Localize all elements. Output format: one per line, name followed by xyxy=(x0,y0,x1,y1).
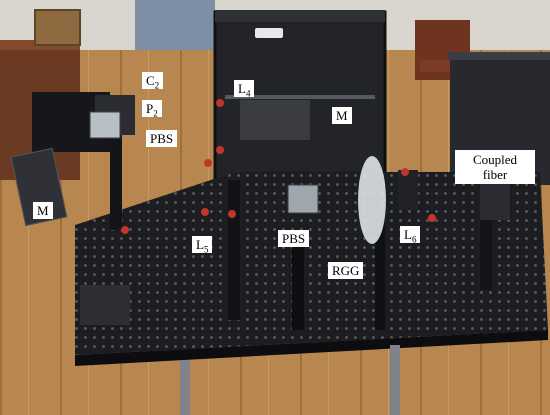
knob xyxy=(228,210,236,218)
post-fiber xyxy=(480,200,492,290)
knob xyxy=(216,99,224,107)
fiber-coupler xyxy=(480,180,510,220)
knob xyxy=(204,159,212,167)
label-c2: C2 xyxy=(142,72,164,90)
post-left xyxy=(110,135,122,230)
right-table-top xyxy=(448,52,550,60)
lens-l6-mount xyxy=(398,170,418,210)
table-leg xyxy=(180,360,190,415)
remote xyxy=(255,28,283,38)
rack-shelf xyxy=(225,95,375,99)
label-rgg: RGG xyxy=(328,262,364,279)
post-pbs xyxy=(292,230,304,330)
knob xyxy=(216,146,224,154)
knob xyxy=(201,208,209,216)
door xyxy=(135,0,215,50)
mirror-left xyxy=(10,147,68,227)
pbs-cube-top xyxy=(89,111,121,139)
label-pbs-center: PBS xyxy=(278,230,310,247)
stage-left xyxy=(80,285,130,325)
breadboard-edge xyxy=(75,330,548,366)
rack-panel xyxy=(240,100,310,140)
picture-frame xyxy=(34,9,81,46)
knob xyxy=(121,226,129,234)
label-l6: L6 xyxy=(400,226,421,244)
label-pbs-top: PBS xyxy=(146,130,178,147)
pbs-cube-center xyxy=(287,184,319,214)
post-rgg xyxy=(375,210,385,330)
label-m-left: M xyxy=(33,202,53,219)
label-coupled-fiber: Coupled fiber xyxy=(455,150,535,184)
knob xyxy=(401,168,409,176)
rack-top xyxy=(215,10,385,22)
table-leg xyxy=(390,345,400,415)
post-l5 xyxy=(228,180,240,320)
rgg-disc xyxy=(358,156,386,244)
knob xyxy=(428,214,436,222)
label-p2: P2 xyxy=(142,100,162,118)
label-l4: L4 xyxy=(234,80,255,98)
label-l5: L5 xyxy=(192,236,213,254)
label-m-right: M xyxy=(332,107,352,124)
